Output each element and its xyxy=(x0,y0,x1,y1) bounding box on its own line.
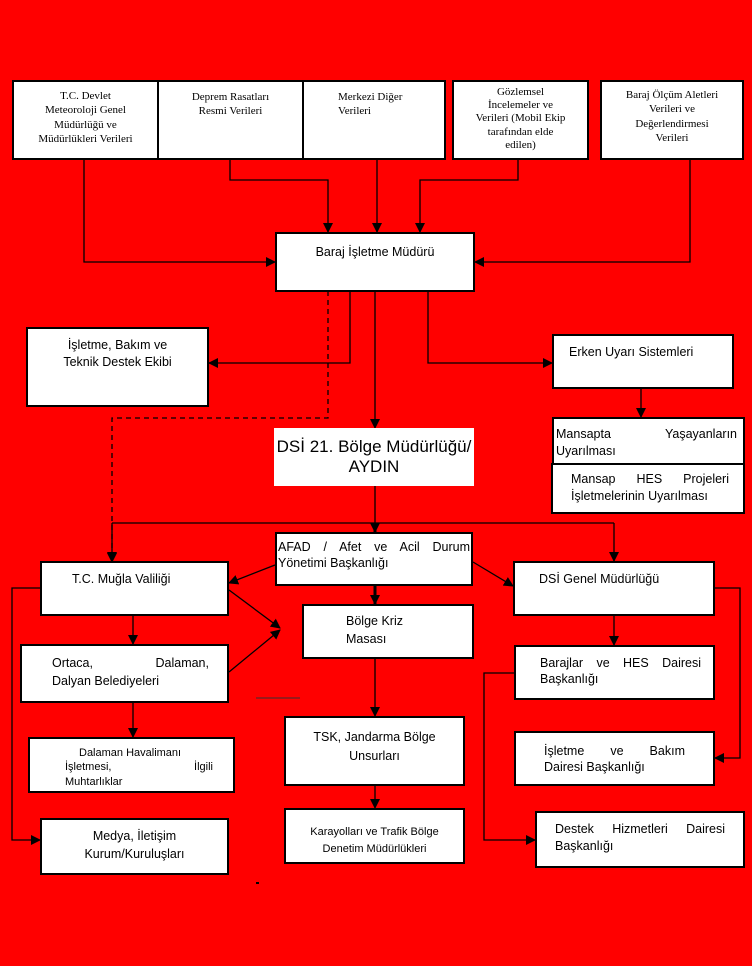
afad-line: AFAD / Afet ve Acil Durum xyxy=(278,540,470,554)
arrow-mugla-to-medya xyxy=(11,587,41,845)
mugla-valiligi: T.C. Muğla Valiliği xyxy=(40,561,229,616)
belediyeler-line: Ortaca, Dalaman, xyxy=(52,656,209,670)
arrow-deprem-to-baraj xyxy=(229,159,333,233)
arrow-afad-to-dsi-genel xyxy=(472,561,514,587)
dsi-bolge-line: AYDIN xyxy=(348,457,400,477)
isletme-bakim-line: Teknik Destek Ekibi xyxy=(63,354,172,369)
arrow-baraj-to-isletme xyxy=(208,291,351,368)
dsi-bolge-line: DSİ 21. Bölge Müdürlüğü/ xyxy=(276,437,472,456)
destek-line: Destek Hizmetleri Dairesi xyxy=(555,822,725,836)
arrow-baraj-to-erken-uyari xyxy=(427,291,553,368)
mugla-label: T.C. Muğla Valiliği xyxy=(72,572,171,586)
source-baraj-olcum-line: Verileri xyxy=(655,131,689,144)
arrow-meteoroloji-to-baraj xyxy=(83,159,276,267)
tsk-line: Unsurları xyxy=(349,749,400,764)
baraj-isletme-label: Baraj İşletme Müdürü xyxy=(315,245,435,259)
arrow-afad-to-mugla xyxy=(228,564,276,585)
arrow-barajolcum-to-baraj xyxy=(474,159,691,267)
dalaman-line: İşletmesi, İlgili xyxy=(65,761,213,774)
source-gozlemsel: Gözlemsel İncelemeler ve Verileri (Mobil… xyxy=(452,80,589,160)
mansap-yasayanlar-line: Mansapta Yaşayanların xyxy=(556,427,737,441)
source-merkezi: Merkezi Diğer Verileri xyxy=(302,80,446,160)
isletme-daire-line: İşletme ve Bakım xyxy=(544,744,685,758)
medya-iletisim: Medya, İletişim Kurum/Kuruluşları xyxy=(40,818,229,875)
bolge-kriz-masasi: Bölge Kriz Masası xyxy=(302,604,474,659)
belediyeler-line: Dalyan Belediyeleri xyxy=(52,674,160,689)
source-meteoroloji: T.C. Devlet Meteoroloji Genel Müdürlüğü … xyxy=(12,80,159,160)
source-gozlemsel-line: İncelemeler ve xyxy=(487,99,554,112)
dsi-genel-mudurlugu: DSİ Genel Müdürlüğü xyxy=(513,561,715,616)
erken-uyari-label: Erken Uyarı Sistemleri xyxy=(569,345,694,359)
source-baraj-olcum-line: Değerlendirmesi xyxy=(635,117,709,130)
destek-line: Başkanlığı xyxy=(555,838,614,853)
dalaman-line: Dalaman Havalimanı xyxy=(79,747,182,759)
mansap-hes-line: Mansap HES Projeleri xyxy=(571,472,729,486)
mansap-hes-projeleri: Mansap HES Projeleri İşletmelerinin Uyar… xyxy=(551,463,745,514)
arrow-barajlar-to-destek xyxy=(483,672,536,845)
source-gozlemsel-line: edilen) xyxy=(505,138,536,151)
source-deprem: Deprem Rasatları Resmi Verileri xyxy=(157,80,304,160)
afad-baskanligi: AFAD / Afet ve Acil Durum Yönetimi Başka… xyxy=(275,532,473,586)
bolge-kriz-line: Masası xyxy=(346,632,387,647)
arrow-gozlemsel-to-baraj xyxy=(415,159,519,233)
mansap-yasayanlar: Mansapta Yaşayanların Uyarılması xyxy=(552,417,745,465)
mansap-hes-line: İşletmelerinin Uyarılması xyxy=(571,488,708,503)
karayollari-trafik: Karayolları ve Trafik Bölge Denetim Müdü… xyxy=(284,808,465,864)
source-deprem-line: Deprem Rasatları xyxy=(191,91,270,103)
isletme-bakim-line: İşletme, Bakım ve xyxy=(67,338,168,352)
isletme-daire-line: Dairesi Başkanlığı xyxy=(544,760,645,775)
dashed-baraj-to-mugla xyxy=(107,291,329,563)
barajlar-line: Başkanlığı xyxy=(540,672,599,687)
dsi-genel-label: DSİ Genel Müdürlüğü xyxy=(539,572,660,586)
source-gozlemsel-line: Gözlemsel xyxy=(496,86,545,98)
arrow-dsigenel-to-isletme-daire xyxy=(714,587,741,763)
source-merkezi-line: Merkezi Diğer xyxy=(338,91,403,103)
dalaman-havalimani: Dalaman Havalimanı İşletmesi, İlgili Muh… xyxy=(28,737,235,793)
karayollari-line: Denetim Müdürlükleri xyxy=(322,842,427,855)
stray-mark xyxy=(256,882,259,884)
baraj-isletme-muduru: Baraj İşletme Müdürü xyxy=(275,232,475,292)
belediyeler: Ortaca, Dalaman, Dalyan Belediyeleri xyxy=(20,644,229,703)
source-gozlemsel-line: tarafından elde xyxy=(487,125,554,138)
dalaman-line: Muhtarlıklar xyxy=(65,775,123,788)
isletme-bakim-dairesi: İşletme ve Bakım Dairesi Başkanlığı xyxy=(514,731,715,786)
arrow-belediyeler-to-bolge-kriz xyxy=(228,629,281,673)
mansap-yasayanlar-line: Uyarılması xyxy=(556,443,616,458)
barajlar-hes-dairesi: Barajlar ve HES Dairesi Başkanlığı xyxy=(514,645,715,700)
tsk-jandarma: TSK, Jandarma Bölge Unsurları xyxy=(284,716,465,786)
isletme-bakim-ekibi: İşletme, Bakım ve Teknik Destek Ekibi xyxy=(26,327,209,407)
source-deprem-line: Resmi Verileri xyxy=(198,105,263,118)
source-baraj-olcum-line: Verileri ve xyxy=(648,103,696,116)
medya-line: Medya, İletişim xyxy=(92,829,177,843)
destek-hizmetleri-dairesi: Destek Hizmetleri Dairesi Başkanlığı xyxy=(535,811,745,868)
source-merkezi-line: Verileri xyxy=(338,105,371,118)
source-meteoroloji-line: Müdürlükleri Verileri xyxy=(38,132,133,145)
source-meteoroloji-line: T.C. Devlet xyxy=(60,90,111,102)
barajlar-line: Barajlar ve HES Dairesi xyxy=(540,656,701,670)
source-baraj-olcum-line: Baraj Ölçüm Aletleri xyxy=(625,89,719,101)
source-baraj-olcum: Baraj Ölçüm Aletleri Verileri ve Değerle… xyxy=(600,80,744,160)
dsi-bolge-mudurlugu: DSİ 21. Bölge Müdürlüğü/ AYDIN xyxy=(274,428,474,486)
medya-line: Kurum/Kuruluşları xyxy=(84,846,185,861)
karayollari-line: Karayolları ve Trafik Bölge xyxy=(310,826,439,838)
source-meteoroloji-line: Müdürlüğü ve xyxy=(54,118,117,131)
source-gozlemsel-line: Verileri (Mobil Ekip xyxy=(475,112,566,125)
tsk-line: TSK, Jandarma Bölge xyxy=(313,730,436,744)
afad-line: Yönetimi Başkanlığı xyxy=(278,556,389,571)
source-meteoroloji-line: Meteoroloji Genel xyxy=(45,104,126,117)
bolge-kriz-line: Bölge Kriz xyxy=(346,614,403,628)
erken-uyari-sistemleri: Erken Uyarı Sistemleri xyxy=(552,334,734,389)
arrow-mugla-to-bolge-kriz xyxy=(228,589,281,629)
